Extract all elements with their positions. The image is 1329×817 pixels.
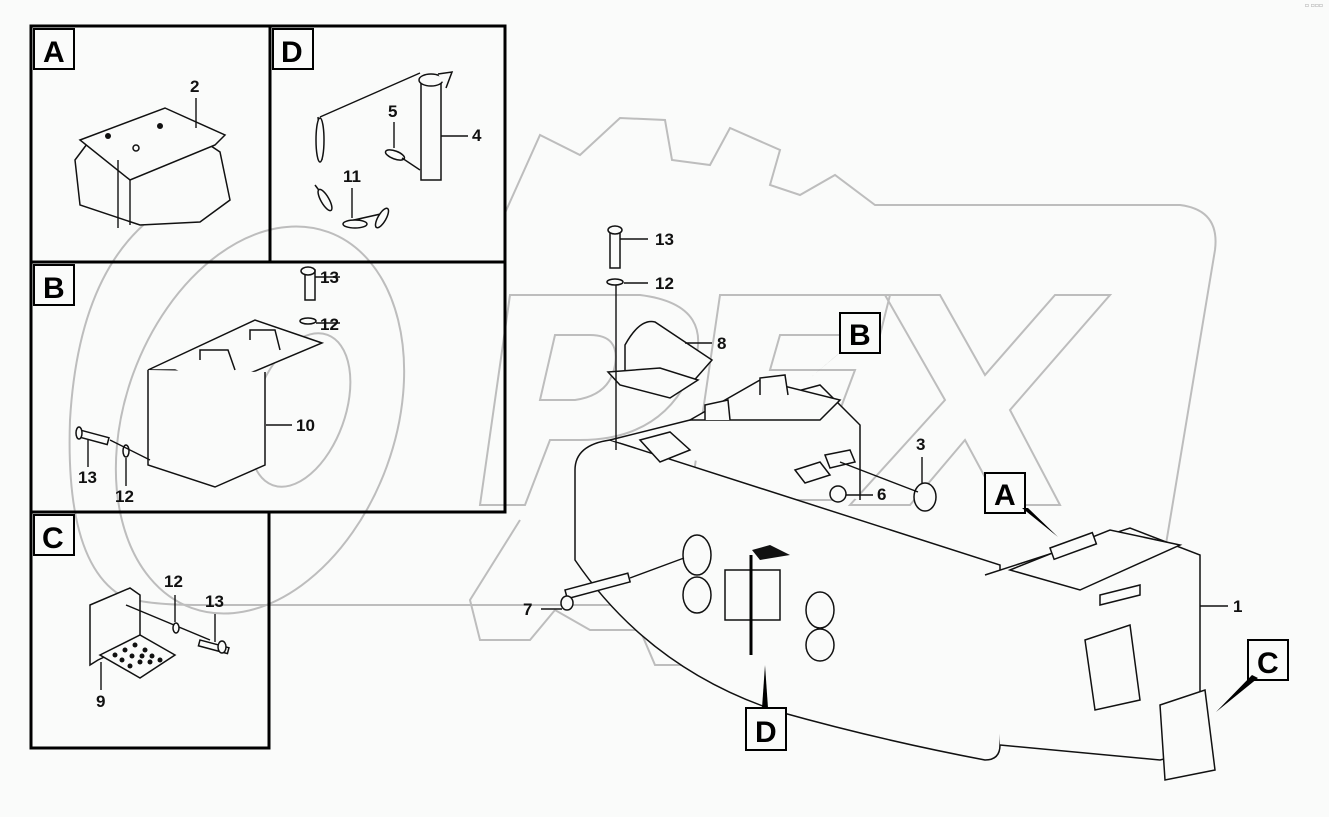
- panel-b-letter-box: [33, 264, 75, 306]
- tow-pin-drawing: [314, 71, 454, 229]
- watermark-o-outer: [114, 225, 406, 615]
- callout-9: 9: [96, 692, 105, 711]
- callout-12: 12: [164, 572, 183, 591]
- cover-drawing: [75, 266, 325, 488]
- callout-11: 11: [343, 167, 361, 186]
- callout-12-side: 12: [115, 487, 134, 506]
- svg-text:C: C: [1257, 647, 1279, 680]
- callout-12-top: 12: [320, 315, 339, 334]
- svg-text:A: A: [994, 479, 1016, 512]
- svg-text:D: D: [755, 716, 777, 749]
- panel-b[interactable]: B 13 12 10 13 12: [33, 264, 340, 506]
- main-callout-8: 8: [717, 334, 726, 353]
- watermark-swoosh: [68, 199, 1000, 606]
- main-callout-6: 6: [877, 485, 886, 504]
- hood-8-drawing: [606, 225, 714, 450]
- panel-a[interactable]: A 2: [33, 28, 231, 228]
- panel-d[interactable]: D 5 4 11: [272, 28, 482, 230]
- ref-box-c[interactable]: C: [1216, 639, 1289, 712]
- corner-mark: ▫ ▫▫▫: [1304, 2, 1323, 9]
- main-assembly[interactable]: 13 12 8 3 6 7 1 B A D C: [523, 225, 1289, 781]
- callout-13-side: 13: [78, 468, 97, 487]
- panel-b-letter: B: [43, 272, 65, 305]
- ref-box-d[interactable]: D: [745, 665, 787, 751]
- detail-panels-frame: [29, 24, 507, 750]
- panel-c-letter-box: [33, 514, 75, 556]
- main-callout-12: 12: [655, 274, 674, 293]
- main-callout-1: 1: [1233, 597, 1242, 616]
- callout-5: 5: [388, 102, 397, 121]
- watermark-x: [847, 294, 1113, 506]
- pin-7-drawing: [560, 557, 685, 611]
- step-drawing: [89, 587, 230, 679]
- counterweight-body: [574, 374, 1216, 781]
- main-callout-13: 13: [655, 230, 674, 249]
- panel-c[interactable]: C 12 13 9: [33, 514, 230, 711]
- battery-bracket-drawing: [74, 107, 231, 228]
- panel-a-letter: A: [43, 36, 65, 69]
- callout-13: 13: [205, 592, 224, 611]
- callout-10: 10: [296, 416, 315, 435]
- panel-d-letter: D: [281, 36, 303, 69]
- panel-d-letter-box: [272, 28, 314, 70]
- main-callout-7: 7: [523, 600, 532, 619]
- panel-c-letter: C: [42, 522, 64, 555]
- svg-text:B: B: [849, 319, 871, 352]
- callout-2: 2: [190, 77, 199, 96]
- ref-box-b[interactable]: B: [810, 312, 881, 378]
- callout-4: 4: [472, 126, 482, 145]
- main-callout-3: 3: [916, 435, 925, 454]
- ref-box-a[interactable]: A: [984, 472, 1058, 537]
- panel-a-letter-box: [33, 28, 75, 70]
